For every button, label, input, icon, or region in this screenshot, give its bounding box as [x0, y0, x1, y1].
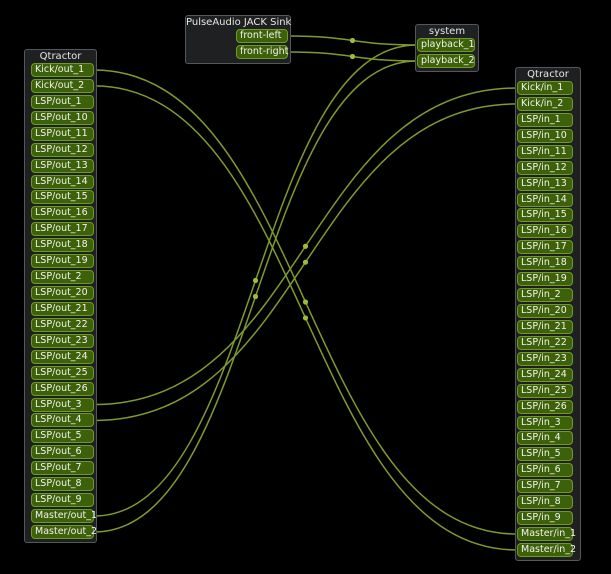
- client-title: Qtractor: [39, 51, 82, 62]
- input-port-lsp-in-18[interactable]: LSP/in_18: [517, 256, 573, 271]
- output-port-lsp-out-4[interactable]: LSP/out_4: [31, 413, 94, 428]
- connection-handle[interactable]: [302, 259, 309, 265]
- input-port-lsp-in-6[interactable]: LSP/in_6: [517, 463, 573, 478]
- output-port-master-out-2[interactable]: Master/out_2: [31, 524, 97, 539]
- input-port-lsp-in-13[interactable]: LSP/in_13: [517, 176, 573, 191]
- connection-handle[interactable]: [349, 37, 356, 44]
- client-pulseaudio-jack-sink[interactable]: PulseAudio JACK Sink front-left front-rig…: [185, 15, 291, 64]
- client-title: Qtractor: [527, 69, 569, 80]
- input-port-lsp-in-17[interactable]: LSP/in_17: [517, 240, 573, 255]
- input-port-lsp-in-5[interactable]: LSP/in_5: [517, 447, 573, 462]
- connection-handle[interactable]: [252, 277, 259, 284]
- output-port-lsp-out-13[interactable]: LSP/out_13: [31, 158, 94, 173]
- input-port-lsp-in-22[interactable]: LSP/in_22: [517, 335, 573, 350]
- output-port-front-right[interactable]: front-right: [236, 45, 288, 59]
- input-port-lsp-in-15[interactable]: LSP/in_15: [517, 208, 573, 223]
- output-port-lsp-out-18[interactable]: LSP/out_18: [31, 238, 94, 253]
- input-port-lsp-in-23[interactable]: LSP/in_23: [517, 351, 573, 366]
- output-port-lsp-out-1[interactable]: LSP/out_1: [31, 94, 94, 109]
- input-port-lsp-in-11[interactable]: LSP/in_11: [517, 144, 573, 159]
- output-port-lsp-out-25[interactable]: LSP/out_25: [31, 365, 94, 380]
- connection-handle[interactable]: [302, 299, 309, 305]
- client-system[interactable]: system playback_1 playback_2: [415, 24, 479, 72]
- input-port-lsp-in-8[interactable]: LSP/in_8: [517, 495, 573, 510]
- connection-handle[interactable]: [302, 243, 309, 249]
- output-port-lsp-out-8[interactable]: LSP/out_8: [31, 477, 94, 492]
- output-port-front-left[interactable]: front-left: [236, 29, 288, 43]
- input-port-master-in-1[interactable]: Master/in_1: [517, 527, 576, 542]
- output-port-lsp-out-21[interactable]: LSP/out_21: [31, 301, 94, 316]
- output-port-lsp-out-12[interactable]: LSP/out_12: [31, 142, 94, 157]
- connection-handle[interactable]: [252, 293, 259, 300]
- output-port-lsp-out-17[interactable]: LSP/out_17: [31, 222, 94, 237]
- input-port-lsp-in-25[interactable]: LSP/in_25: [517, 383, 573, 398]
- input-port-lsp-in-12[interactable]: LSP/in_12: [517, 160, 573, 175]
- input-port-kick-in-1[interactable]: Kick/in_1: [517, 81, 573, 95]
- output-port-lsp-out-2[interactable]: LSP/out_2: [31, 270, 94, 285]
- output-port-kick-out-1[interactable]: Kick/out_1: [31, 63, 94, 77]
- input-port-kick-in-2[interactable]: Kick/in_2: [517, 96, 573, 111]
- input-port-lsp-in-10[interactable]: LSP/in_10: [517, 128, 573, 143]
- output-port-lsp-out-9[interactable]: LSP/out_9: [31, 493, 94, 508]
- input-port-lsp-in-2[interactable]: LSP/in_2: [517, 288, 573, 303]
- input-port-lsp-in-19[interactable]: LSP/in_19: [517, 272, 573, 287]
- input-port-lsp-in-7[interactable]: LSP/in_7: [517, 479, 573, 494]
- output-port-lsp-out-5[interactable]: LSP/out_5: [31, 429, 94, 444]
- input-port-lsp-in-21[interactable]: LSP/in_21: [517, 319, 573, 334]
- output-port-lsp-out-26[interactable]: LSP/out_26: [31, 381, 94, 396]
- input-port-lsp-in-14[interactable]: LSP/in_14: [517, 192, 573, 207]
- output-port-master-out-1[interactable]: Master/out_1: [31, 509, 97, 524]
- input-port-playback-2[interactable]: playback_2: [417, 54, 475, 68]
- input-port-lsp-in-1[interactable]: LSP/in_1: [517, 112, 573, 127]
- connection-handle[interactable]: [302, 315, 309, 321]
- output-port-lsp-out-20[interactable]: LSP/out_20: [31, 286, 94, 301]
- output-port-lsp-out-10[interactable]: LSP/out_10: [31, 110, 94, 125]
- output-port-lsp-out-19[interactable]: LSP/out_19: [31, 254, 94, 269]
- client-title: PulseAudio JACK Sink: [186, 17, 292, 28]
- input-port-lsp-in-20[interactable]: LSP/in_20: [517, 304, 573, 319]
- input-port-lsp-in-3[interactable]: LSP/in_3: [517, 415, 573, 430]
- output-port-kick-out-2[interactable]: Kick/out_2: [31, 78, 94, 93]
- output-port-lsp-out-14[interactable]: LSP/out_14: [31, 174, 94, 189]
- input-port-lsp-in-16[interactable]: LSP/in_16: [517, 224, 573, 239]
- output-port-lsp-out-16[interactable]: LSP/out_16: [31, 206, 94, 221]
- input-port-lsp-in-9[interactable]: LSP/in_9: [517, 511, 573, 526]
- output-port-lsp-out-7[interactable]: LSP/out_7: [31, 461, 94, 476]
- input-port-lsp-in-24[interactable]: LSP/in_24: [517, 367, 573, 382]
- input-port-playback-1[interactable]: playback_1: [417, 38, 475, 52]
- client-title: system: [428, 26, 466, 37]
- output-port-lsp-out-22[interactable]: LSP/out_22: [31, 317, 94, 332]
- connection-handle[interactable]: [349, 53, 356, 60]
- output-port-lsp-out-24[interactable]: LSP/out_24: [31, 349, 94, 364]
- output-port-lsp-out-6[interactable]: LSP/out_6: [31, 445, 94, 460]
- output-port-lsp-out-15[interactable]: LSP/out_15: [31, 190, 94, 205]
- output-port-lsp-out-3[interactable]: LSP/out_3: [31, 397, 94, 412]
- output-port-lsp-out-11[interactable]: LSP/out_11: [31, 126, 94, 141]
- output-port-lsp-out-23[interactable]: LSP/out_23: [31, 333, 94, 348]
- input-port-lsp-in-26[interactable]: LSP/in_26: [517, 399, 573, 414]
- input-port-lsp-in-4[interactable]: LSP/in_4: [517, 431, 573, 446]
- input-port-master-in-2[interactable]: Master/in_2: [517, 542, 576, 557]
